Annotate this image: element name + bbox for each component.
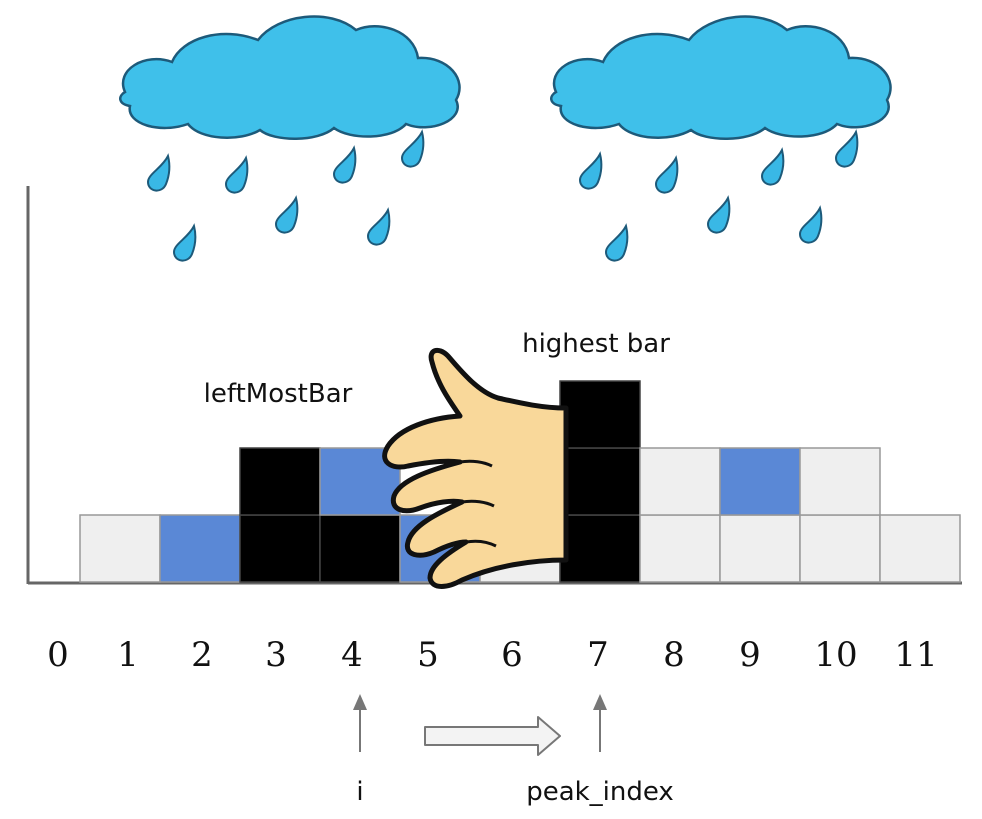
hand-icon [382, 347, 569, 589]
bar-cell-3-1 [239, 447, 321, 516]
raindrop-icon [798, 205, 823, 244]
bar-cell-8-0 [639, 514, 721, 583]
raindrop-icon [146, 153, 171, 192]
x-tick-10: 10 [814, 635, 857, 675]
raindrop-icon [760, 147, 785, 186]
bar-cell-7-1 [559, 447, 641, 516]
raindrop-icon [400, 129, 425, 168]
bar-cell-10-0 [799, 514, 881, 583]
bar-cell-1-0 [79, 514, 161, 583]
raindrops [146, 129, 859, 262]
x-tick-1: 1 [117, 635, 139, 675]
x-tick-9: 9 [739, 635, 761, 675]
bar-cell-3-0 [239, 514, 321, 583]
scan-direction-arrow-icon [424, 716, 561, 756]
x-tick-2: 2 [191, 635, 213, 675]
peak-index-pointer: peak_index [526, 694, 674, 807]
highest-bar-label: highest bar [522, 329, 670, 359]
bar-cell-9-1 [719, 447, 801, 516]
rain-cloud-left-icon [119, 15, 461, 140]
x-tick-8: 8 [663, 635, 685, 675]
bar-cell-11-0 [879, 514, 961, 583]
i-label: i [356, 777, 363, 807]
bar-cell-2-0 [159, 514, 241, 583]
x-tick-6: 6 [501, 635, 523, 675]
bar-cell-7-0 [559, 514, 641, 583]
raindrop-icon [604, 223, 629, 262]
raindrop-icon [224, 155, 249, 194]
x-tick-4: 4 [341, 635, 363, 675]
x-tick-3: 3 [265, 635, 287, 675]
raindrop-icon [578, 151, 603, 190]
rain-cloud-right-icon [550, 15, 892, 140]
raindrop-icon [274, 195, 299, 234]
left-most-bar-label: leftMostBar [204, 379, 353, 409]
x-tick-5: 5 [417, 635, 439, 675]
raindrop-icon [654, 155, 679, 194]
bar-cell-8-1 [639, 447, 721, 516]
x-tick-11: 11 [894, 635, 937, 675]
bar-cell-10-1 [799, 447, 881, 516]
x-tick-0: 0 [47, 635, 69, 675]
peak-index-arrow-head-icon [593, 694, 607, 710]
raindrop-icon [172, 223, 197, 262]
bar-cells [79, 380, 961, 583]
bar-cell-7-2 [559, 380, 641, 449]
raindrop-icon [366, 207, 391, 246]
i-pointer: i [353, 694, 367, 807]
raindrop-icon [706, 195, 731, 234]
bar-cell-4-0 [319, 514, 401, 583]
i-arrow-head-icon [353, 694, 367, 710]
peak-index-label: peak_index [526, 777, 674, 807]
x-axis-ticks: 0 1 2 3 4 5 6 7 8 9 10 11 [47, 635, 937, 675]
bar-cell-9-0 [719, 514, 801, 583]
x-tick-7: 7 [587, 635, 609, 675]
raindrop-icon [834, 129, 859, 168]
raindrop-icon [332, 145, 357, 184]
